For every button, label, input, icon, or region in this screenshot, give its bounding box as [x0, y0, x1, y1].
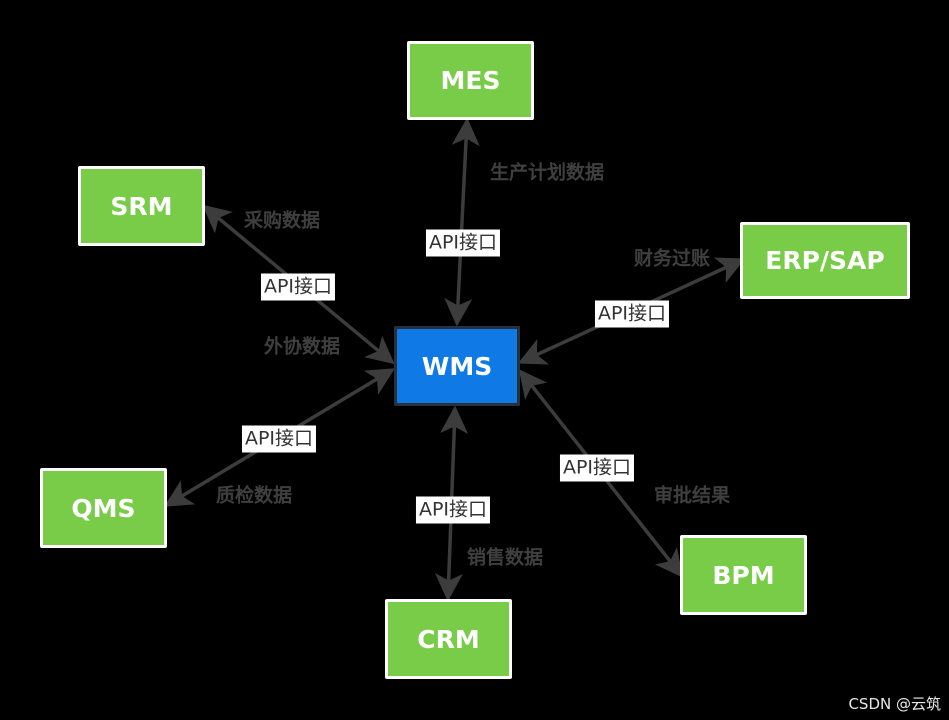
interface-label-mes: API接口 [425, 229, 501, 257]
flow-label-bpm-approval: 审批结果 [653, 484, 731, 507]
interface-label-erp: API接口 [594, 300, 670, 328]
node-mes-label: MES [440, 66, 501, 95]
node-wms[interactable]: WMS [394, 326, 520, 406]
flow-label-crm-sales: 销售数据 [466, 546, 544, 569]
interface-label-crm: API接口 [415, 496, 491, 524]
node-qms-label: QMS [71, 493, 136, 523]
flow-label-srm-outsourcing: 外协数据 [263, 335, 341, 358]
node-crm-label: CRM [417, 624, 480, 654]
connection-mes [444, 117, 480, 327]
node-wms-label: WMS [421, 351, 493, 381]
flow-label-srm-procurement: 采购数据 [243, 209, 321, 232]
node-erp[interactable]: ERP/SAP [740, 222, 910, 299]
node-mes[interactable]: MES [407, 41, 534, 120]
node-bpm[interactable]: BPM [680, 535, 807, 615]
flow-label-mes-production-plan: 生产计划数据 [489, 161, 605, 184]
interface-label-qms: API接口 [241, 425, 317, 453]
node-srm-label: SRM [110, 191, 173, 221]
node-erp-label: ERP/SAP [765, 246, 885, 275]
watermark: CSDN @云筑 [848, 695, 941, 713]
interface-label-bpm: API接口 [559, 454, 635, 482]
node-qms[interactable]: QMS [40, 468, 167, 548]
flow-label-qms-inspection: 质检数据 [215, 484, 293, 507]
interface-label-srm: API接口 [260, 273, 336, 301]
node-crm[interactable]: CRM [385, 599, 512, 679]
node-bpm-label: BPM [712, 560, 775, 590]
flow-label-erp-financial-posting: 财务过账 [633, 247, 711, 270]
node-srm[interactable]: SRM [78, 166, 205, 246]
